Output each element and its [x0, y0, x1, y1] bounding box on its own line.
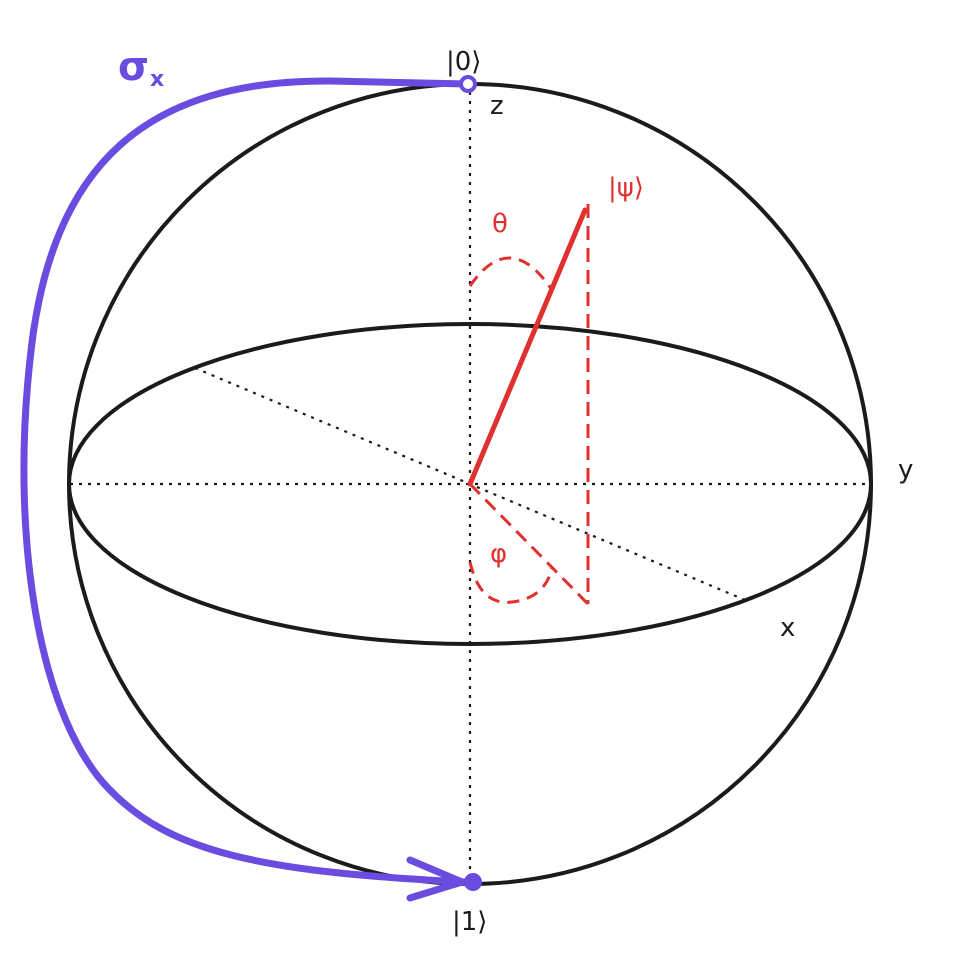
ket-psi-label: |ψ⟩: [608, 173, 644, 203]
ket-1-label: |1⟩: [452, 907, 487, 937]
sigma-x-arrowhead: [406, 856, 466, 902]
y-axis-label: y: [898, 455, 913, 485]
projection-line: [468, 482, 590, 606]
phi-arc: [468, 561, 554, 604]
north-pole-dot: [459, 75, 477, 93]
theta-label: θ: [492, 209, 508, 239]
z-axis-label: z: [490, 91, 504, 121]
state-vector: [467, 207, 588, 487]
ket-0-label: |0⟩: [446, 47, 481, 77]
phi-label: φ: [490, 539, 507, 569]
sigma-subscript-label: x: [150, 67, 164, 92]
sigma-label: σ: [118, 44, 149, 90]
x-axis-label: x: [780, 613, 795, 643]
sigma-x-curve: [20, 77, 472, 886]
south-pole-dot: [464, 873, 482, 891]
theta-arc: [468, 256, 554, 291]
